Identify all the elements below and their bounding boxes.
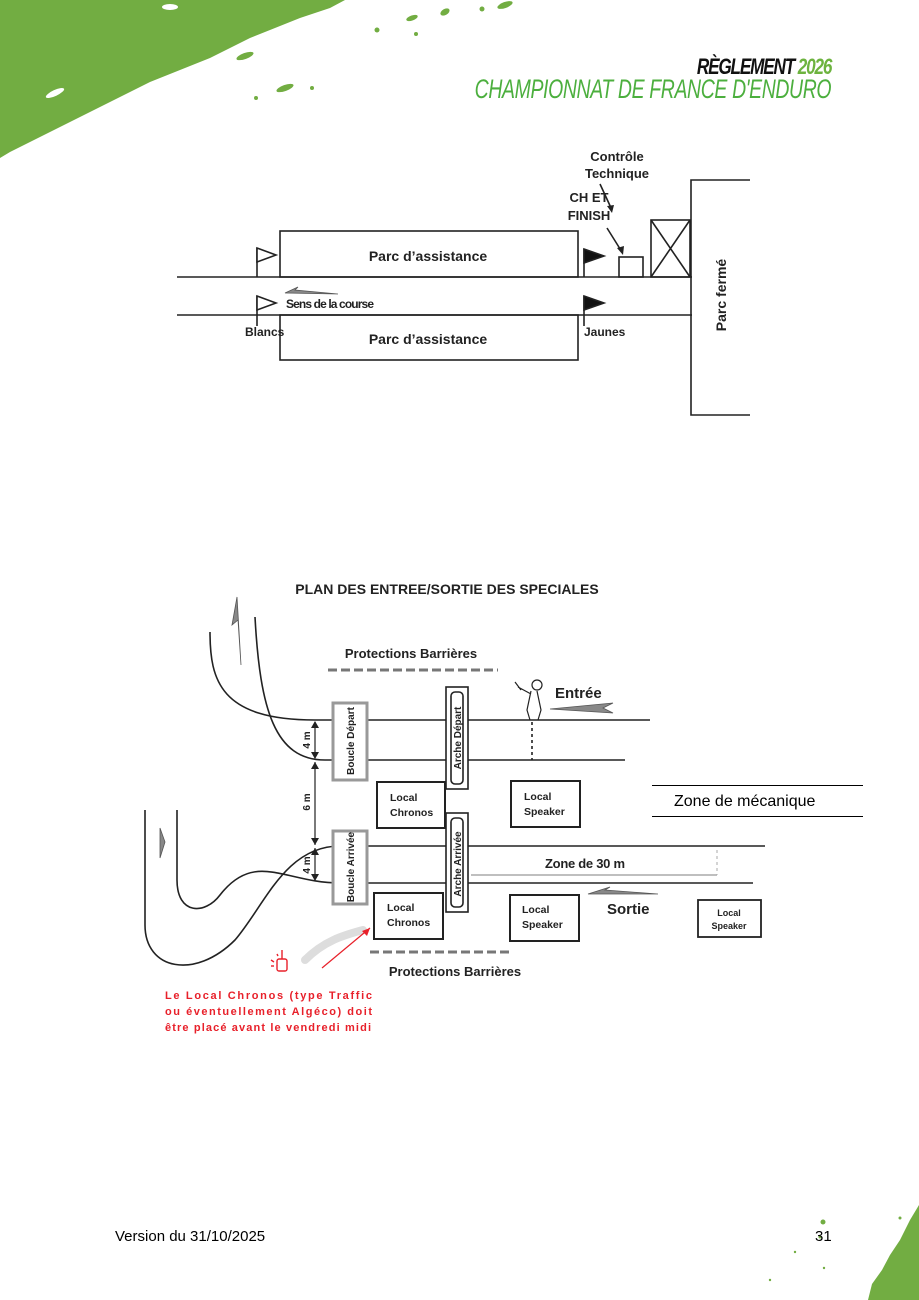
ch-finish-box — [618, 256, 644, 278]
green-splash-bottom-decoration — [768, 1205, 919, 1300]
down-arrow-icon — [159, 827, 166, 859]
note-line-1: Le Local Chronos (type Traffic — [165, 990, 372, 1002]
road-top-upper — [209, 631, 650, 721]
label-jaunes: Jaunes — [584, 325, 626, 339]
arche-depart — [445, 686, 469, 790]
zone-mecanique-label: Zone de mécanique — [674, 793, 816, 810]
road-bottom-upper — [144, 810, 765, 966]
label-6m: 6 m — [302, 793, 313, 810]
green-splash-top-decoration — [0, 0, 513, 158]
label-parc-bottom: Parc d’assistance — [369, 331, 488, 347]
label-chronos-bottom-1: Local — [387, 902, 415, 914]
label-speaker-right-2: Speaker — [711, 921, 747, 931]
label-speaker-top-1: Local — [524, 791, 552, 803]
label-sens: Sens de la course — [286, 297, 374, 311]
arche-arrivee — [445, 812, 469, 913]
footer-version: Version du 31/10/2025 — [115, 1228, 266, 1245]
label-parc-ferme: Parc fermé — [713, 259, 729, 332]
boucle-depart-box — [331, 701, 369, 782]
label-protections-top: Protections Barrières — [345, 646, 477, 661]
sortie-arrow-icon — [587, 886, 659, 895]
black-flag-icon — [583, 294, 607, 326]
label-boucle-arrivee: Boucle Arrivée — [346, 831, 357, 902]
boucle-arrivee-box — [331, 829, 369, 906]
local-speaker-bottom-box — [509, 894, 580, 942]
label-sortie: Sortie — [607, 901, 650, 918]
header-subtitle: CHAMPIONNAT DE FRANCE D'ENDURO — [474, 74, 831, 104]
label-controle-1: Contrôle — [590, 149, 643, 164]
label-arche-depart: Arche Départ — [453, 706, 464, 769]
page-number: 31 — [815, 1228, 832, 1245]
label-4m-bottom: 4 m — [302, 856, 313, 873]
label-controle-2: Technique — [585, 166, 649, 181]
road-bottom-lower — [176, 810, 753, 910]
road-top-lower — [254, 616, 625, 761]
note-line-2: ou éventuellement Algéco) doit — [165, 1006, 372, 1018]
local-chronos-top-box — [376, 781, 446, 829]
label-parc-top: Parc d’assistance — [369, 248, 488, 264]
label-4m-top: 4 m — [302, 731, 313, 748]
header-title: RÈGLEMENT 2026 — [696, 54, 832, 80]
label-ch-1: CH ET — [570, 190, 609, 205]
parc-assistance-diagram: Contrôle Technique CH ET FINISH Parc d’a… — [177, 149, 750, 416]
note-line-3: être placé avant le vendredi midi — [165, 1022, 371, 1034]
controle-technique-box — [650, 219, 691, 278]
white-flag-icon — [256, 246, 279, 277]
label-entree: Entrée — [555, 685, 602, 702]
header-title-text: RÈGLEMENT — [696, 54, 795, 79]
label-chronos-top-1: Local — [390, 792, 418, 804]
label-chronos-top-2: Chronos — [390, 807, 433, 819]
parc-assistance-bottom-box — [279, 314, 579, 361]
white-flag-icon — [256, 294, 279, 326]
label-speaker-right-1: Local — [717, 908, 741, 918]
label-blancs: Blancs — [245, 325, 285, 339]
entree-arrow-icon — [549, 702, 614, 714]
pointing-hand-icon — [270, 950, 288, 972]
label-ch-2: FINISH — [568, 208, 611, 223]
parc-ferme-outline — [690, 179, 750, 416]
direction-arrow-icon — [284, 286, 339, 295]
local-speaker-top-box — [510, 780, 581, 828]
label-chronos-bottom-2: Chronos — [387, 917, 430, 929]
diagram2-title: PLAN DES ENTREE/SORTIE DES SPECIALES — [295, 581, 598, 597]
label-speaker-top-2: Speaker — [524, 806, 565, 818]
black-flag-icon — [583, 247, 607, 277]
up-arrow-icon — [231, 596, 242, 666]
zone-mecanique-label-box: Zone de mécanique — [652, 785, 863, 817]
header-title-year: 2026 — [797, 54, 832, 79]
label-arche-arrivee: Arche Arrivée — [453, 831, 464, 897]
local-chronos-bottom-box — [373, 892, 444, 940]
marshal-person-icon — [514, 679, 543, 721]
label-protections-bottom: Protections Barrières — [389, 964, 521, 979]
local-speaker-right-box — [697, 899, 762, 938]
speciales-plan-diagram: PLAN DES ENTREE/SORTIE DES SPECIALES Pro… — [144, 581, 765, 1034]
label-speaker-bottom-2: Speaker — [522, 919, 563, 931]
label-boucle-depart: Boucle Départ — [346, 706, 357, 774]
label-speaker-bottom-1: Local — [522, 904, 550, 916]
red-pointer-arrow — [321, 927, 371, 969]
label-zone-30m: Zone de 30 m — [545, 856, 625, 871]
grey-brush-mark — [301, 926, 367, 964]
